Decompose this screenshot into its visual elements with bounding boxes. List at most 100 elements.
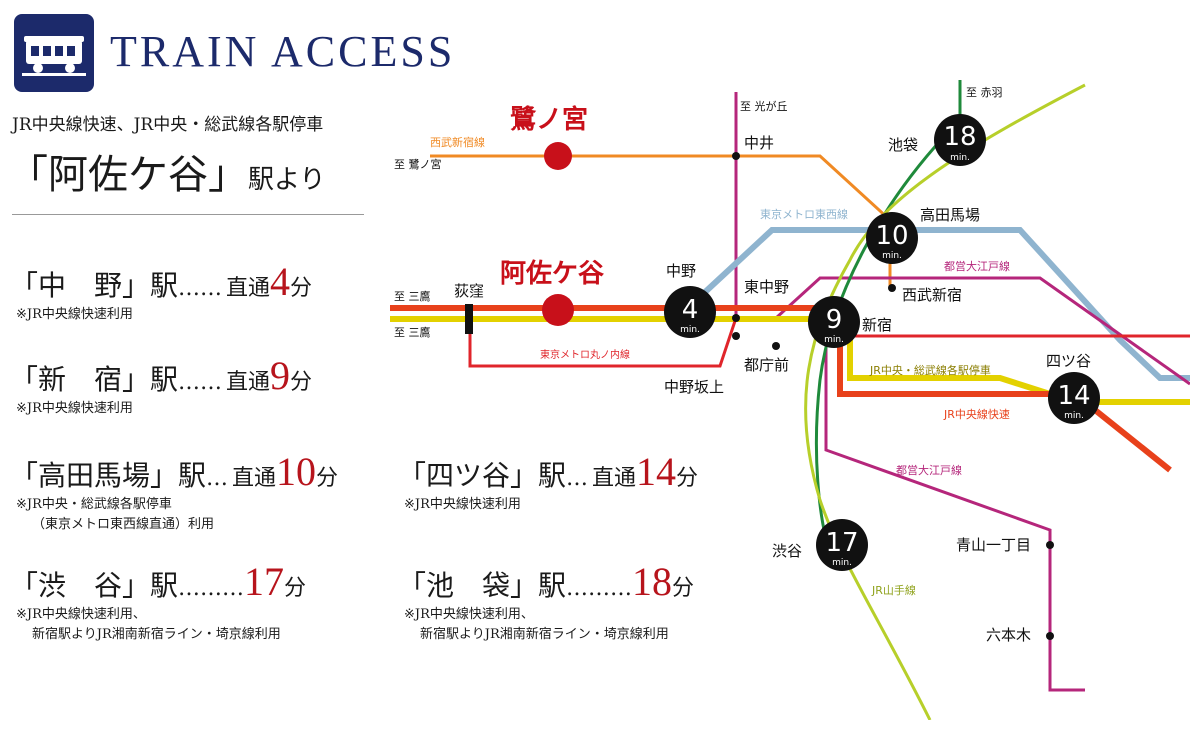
access-dots: … [566, 466, 589, 491]
access-item-shibuya: 「渋 谷」駅………17分 ※JR中央線快速利用、 新宿駅よりJR湘南新宿ライン・… [10, 558, 306, 645]
badge-yotsuya: 14 min. [1048, 372, 1100, 424]
access-station-name: 「高田馬場」駅 [10, 459, 207, 492]
ogikubo-marker [465, 304, 473, 334]
tochomae-dot [772, 342, 780, 350]
station-label-nakano-sakaue: 中野坂上 [664, 378, 724, 396]
badge-ikebukuro: 18 min. [934, 114, 986, 166]
station-label-shibuya: 渋谷 [772, 542, 802, 560]
seibu-shinjuku-dot [888, 284, 896, 292]
station-label-aoyama: 青山一丁目 [956, 536, 1031, 554]
nakano-sakaue-dot [732, 332, 740, 340]
marunouchi-line [468, 305, 738, 368]
station-label-saginomiya: 鷺ノ宮 [510, 104, 588, 135]
badge-min-label: min. [950, 153, 970, 163]
station-label-asagaya: 阿佐ケ谷 [500, 259, 605, 289]
access-minutes: 17 [244, 559, 285, 604]
badge-minutes: 17 [825, 528, 858, 558]
access-dots: …… [178, 370, 223, 395]
oedo-line-loop [774, 276, 1190, 386]
access-note: ※JR中央線快速利用 [404, 497, 521, 512]
line-label-yamanote: JR山手線 [871, 583, 916, 597]
station-label-ogikubo: 荻窪 [454, 282, 484, 300]
station-label-ikebukuro: 池袋 [888, 136, 918, 154]
station-label-nakano: 中野 [666, 262, 696, 280]
access-direct-label: 直通 [232, 466, 277, 491]
direction-label-mitaka-2: 至 三鷹 [394, 325, 431, 339]
line-label-chuo-sobu: JR中央・総武線各駅停車 [869, 363, 991, 377]
access-item-yotsuya: 「四ツ谷」駅…直通14分 ※JR中央線快速利用 [398, 448, 698, 515]
access-dots: ……… [566, 576, 633, 601]
direction-label-akabane: 至 赤羽 [966, 86, 1003, 99]
badge-minutes: 4 [682, 295, 699, 325]
line-label-marunouchi: 東京メトロ丸ノ内線 [540, 348, 630, 361]
line-label-oedo-south: 都営大江戸線 [896, 463, 962, 477]
badge-min-label: min. [824, 335, 844, 345]
saikyo-line [814, 80, 962, 561]
badge-minutes: 14 [1057, 381, 1090, 411]
badge-minutes: 9 [826, 305, 843, 335]
access-direct-label: 直通 [226, 370, 271, 395]
badge-shibuya: 17 min. [816, 519, 868, 571]
higashi-nakano-dot [732, 314, 740, 322]
access-dots: … [206, 466, 229, 491]
access-unit: 分 [284, 576, 307, 601]
badge-circle [1048, 372, 1100, 424]
train-logo [14, 14, 94, 92]
line-label-chuo-rapid: JR中央線快速 [943, 407, 1010, 421]
access-unit: 分 [672, 576, 695, 601]
station-label-tochomae: 都庁前 [744, 356, 789, 374]
badge-circle [808, 296, 860, 348]
access-note: 新宿駅よりJR湘南新宿ライン・埼京線利用 [32, 627, 281, 642]
nakai-dot [732, 152, 740, 160]
station-label-nakai: 中井 [744, 134, 774, 152]
access-unit: 分 [676, 466, 699, 491]
access-item-shinjuku: 「新 宿」駅……直通9分 ※JR中央線快速利用 [10, 352, 312, 419]
access-station-name: 「新 宿」駅 [10, 363, 179, 396]
access-unit: 分 [316, 466, 339, 491]
station-label-seibu-shinjuku: 西武新宿 [902, 286, 962, 304]
access-station-name: 「中 野」駅 [10, 269, 179, 302]
access-note: （東京メトロ東西線直通）利用 [32, 517, 215, 532]
badge-min-label: min. [882, 251, 902, 261]
access-unit: 分 [290, 370, 313, 395]
access-note: ※JR中央線快速利用 [16, 307, 133, 322]
badge-min-label: min. [1064, 411, 1084, 421]
tozai-line [687, 227, 1190, 381]
divider [12, 214, 364, 215]
origin-station-name: 「阿佐ケ谷」 [8, 152, 248, 198]
badge-minutes: 18 [943, 122, 976, 152]
intro-subtitle: JR中央線快速、JR中央・総武線各駅停車 [12, 115, 324, 135]
line-label-tozai: 東京メトロ東西線 [760, 207, 848, 221]
station-label-shinjuku: 新宿 [862, 316, 892, 334]
badge-shinjuku: 9 min. [808, 296, 860, 348]
access-item-nakano: 「中 野」駅……直通4分 ※JR中央線快速利用 [10, 258, 312, 325]
badge-min-label: min. [832, 558, 852, 568]
badge-circle [664, 286, 716, 338]
station-label-yotsuya: 四ツ谷 [1046, 352, 1091, 370]
page-title: TRAIN ACCESS [110, 27, 456, 76]
access-minutes: 14 [636, 449, 677, 494]
access-station-name: 「渋 谷」駅 [10, 569, 179, 602]
access-unit: 分 [290, 276, 313, 301]
access-station-name: 「池 袋」駅 [398, 569, 567, 602]
access-item-takadanobaba: 「高田馬場」駅…直通10分 ※JR中央・総武線各駅停車 （東京メトロ東西線直通）… [10, 448, 338, 535]
access-dots: …… [178, 276, 223, 301]
access-note: 新宿駅よりJR湘南新宿ライン・埼京線利用 [420, 627, 669, 642]
badge-circle [934, 114, 986, 166]
access-note: ※JR中央線快速利用、 [404, 607, 534, 622]
badge-minutes: 10 [875, 221, 908, 251]
access-minutes: 4 [270, 259, 291, 304]
origin-from-label: 駅より [248, 165, 326, 195]
direction-label-hikarigaoka: 至 光が丘 [740, 99, 788, 113]
access-minutes: 10 [276, 449, 317, 494]
station-label-takadanobaba: 高田馬場 [920, 206, 980, 224]
station-label-roppongi: 六本木 [986, 626, 1031, 644]
direction-label-mitaka-1: 至 三鷹 [394, 289, 431, 303]
access-station-name: 「四ツ谷」駅 [398, 459, 567, 492]
access-direct-label: 直通 [592, 466, 637, 491]
badge-min-label: min. [680, 325, 700, 335]
origin-station: 「阿佐ケ谷」駅より [8, 142, 325, 200]
access-minutes: 18 [632, 559, 673, 604]
direction-label-saginomiya: 至 鷺ノ宮 [394, 157, 442, 171]
badge-nakano: 4 min. [664, 286, 716, 338]
